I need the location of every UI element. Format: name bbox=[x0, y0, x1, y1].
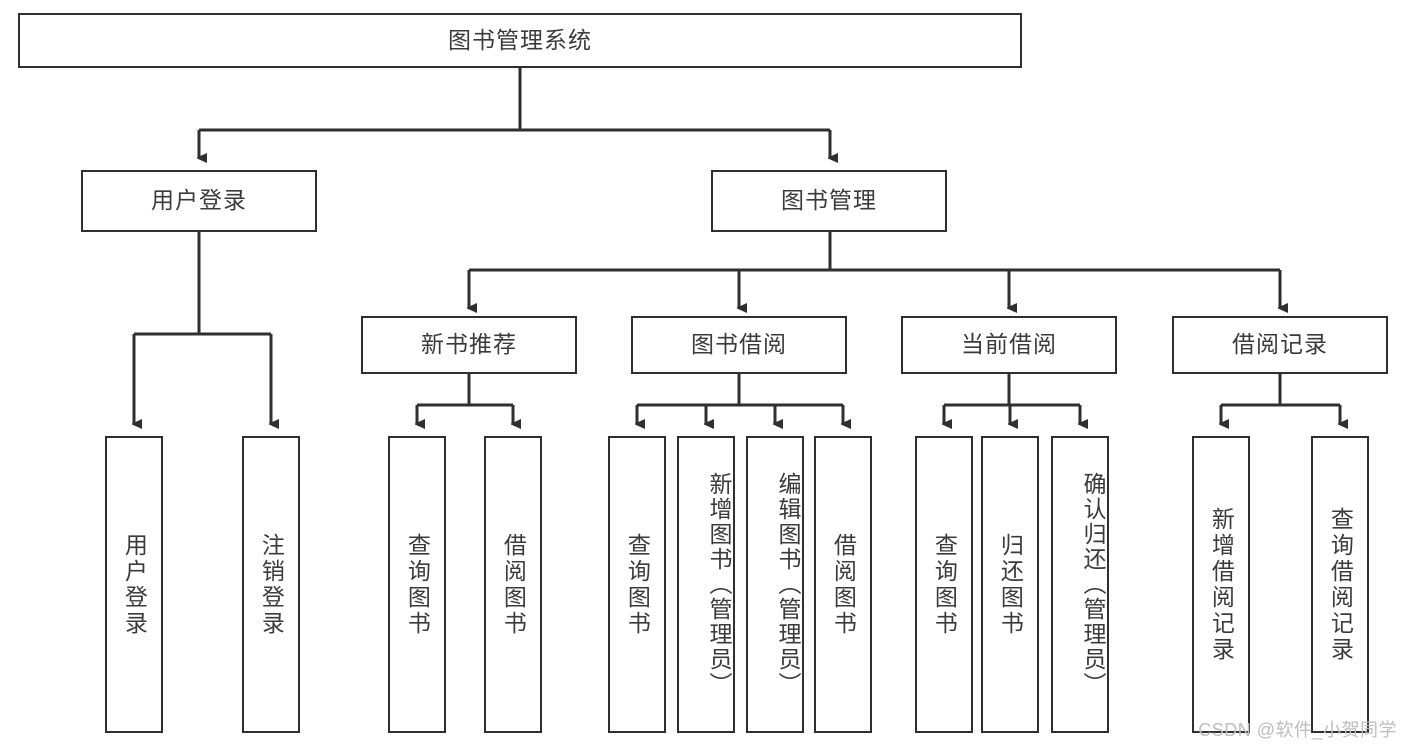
node-label: 当前借阅 bbox=[961, 331, 1057, 358]
node-label: 图书管理 bbox=[781, 187, 877, 214]
leaf-current-confirm-return-admin[interactable]: 确认归还（管理员） bbox=[1051, 436, 1109, 733]
node-label: 借阅图书 bbox=[500, 532, 527, 637]
node-root-system[interactable]: 图书管理系统 bbox=[18, 13, 1022, 68]
leaf-borrow-add-book-admin[interactable]: 新增图书（管理员） bbox=[677, 436, 735, 733]
leaf-user-login-signin[interactable]: 用户登录 bbox=[105, 436, 163, 733]
leaf-borrow-borrow-book[interactable]: 借阅图书 bbox=[814, 436, 872, 733]
node-label: 图书借阅 bbox=[691, 331, 787, 358]
node-book-borrow[interactable]: 图书借阅 bbox=[631, 316, 847, 374]
node-label: 编辑图书（管理员） bbox=[775, 472, 801, 697]
leaf-borrow-query-book[interactable]: 查询图书 bbox=[608, 436, 666, 733]
leaf-recommend-borrow-book[interactable]: 借阅图书 bbox=[484, 436, 542, 733]
node-label: 查询借阅记录 bbox=[1327, 506, 1354, 663]
node-label: 用户登录 bbox=[151, 187, 247, 214]
leaf-current-return-book[interactable]: 归还图书 bbox=[981, 436, 1039, 733]
leaf-record-add-record[interactable]: 新增借阅记录 bbox=[1192, 436, 1250, 733]
node-book-management[interactable]: 图书管理 bbox=[711, 170, 947, 232]
node-label: 用户登录 bbox=[121, 532, 148, 637]
node-label: 新增图书（管理员） bbox=[706, 472, 732, 697]
leaf-user-login-logout[interactable]: 注销登录 bbox=[242, 436, 300, 733]
node-label: 新增借阅记录 bbox=[1208, 506, 1235, 663]
node-label: 查询图书 bbox=[404, 532, 431, 637]
node-label: 新书推荐 bbox=[421, 331, 517, 358]
node-label: 查询图书 bbox=[931, 532, 958, 637]
leaf-recommend-query-book[interactable]: 查询图书 bbox=[388, 436, 446, 733]
node-new-book-recommend[interactable]: 新书推荐 bbox=[361, 316, 577, 374]
node-label: 查询图书 bbox=[624, 532, 651, 637]
leaf-record-query-record[interactable]: 查询借阅记录 bbox=[1311, 436, 1369, 733]
leaf-borrow-edit-book-admin[interactable]: 编辑图书（管理员） bbox=[746, 436, 804, 733]
node-label: 注销登录 bbox=[258, 532, 285, 637]
node-user-login[interactable]: 用户登录 bbox=[81, 170, 317, 232]
leaf-current-query-book[interactable]: 查询图书 bbox=[915, 436, 973, 733]
watermark-text: CSDN @软件_小贺同学 bbox=[1198, 720, 1397, 740]
node-label: 确认归还（管理员） bbox=[1080, 472, 1106, 697]
node-borrow-record[interactable]: 借阅记录 bbox=[1172, 316, 1388, 374]
node-label: 借阅记录 bbox=[1232, 331, 1328, 358]
node-label: 图书管理系统 bbox=[448, 26, 592, 53]
node-label: 借阅图书 bbox=[830, 532, 857, 637]
node-label: 归还图书 bbox=[997, 532, 1024, 637]
node-current-borrow[interactable]: 当前借阅 bbox=[901, 316, 1117, 374]
